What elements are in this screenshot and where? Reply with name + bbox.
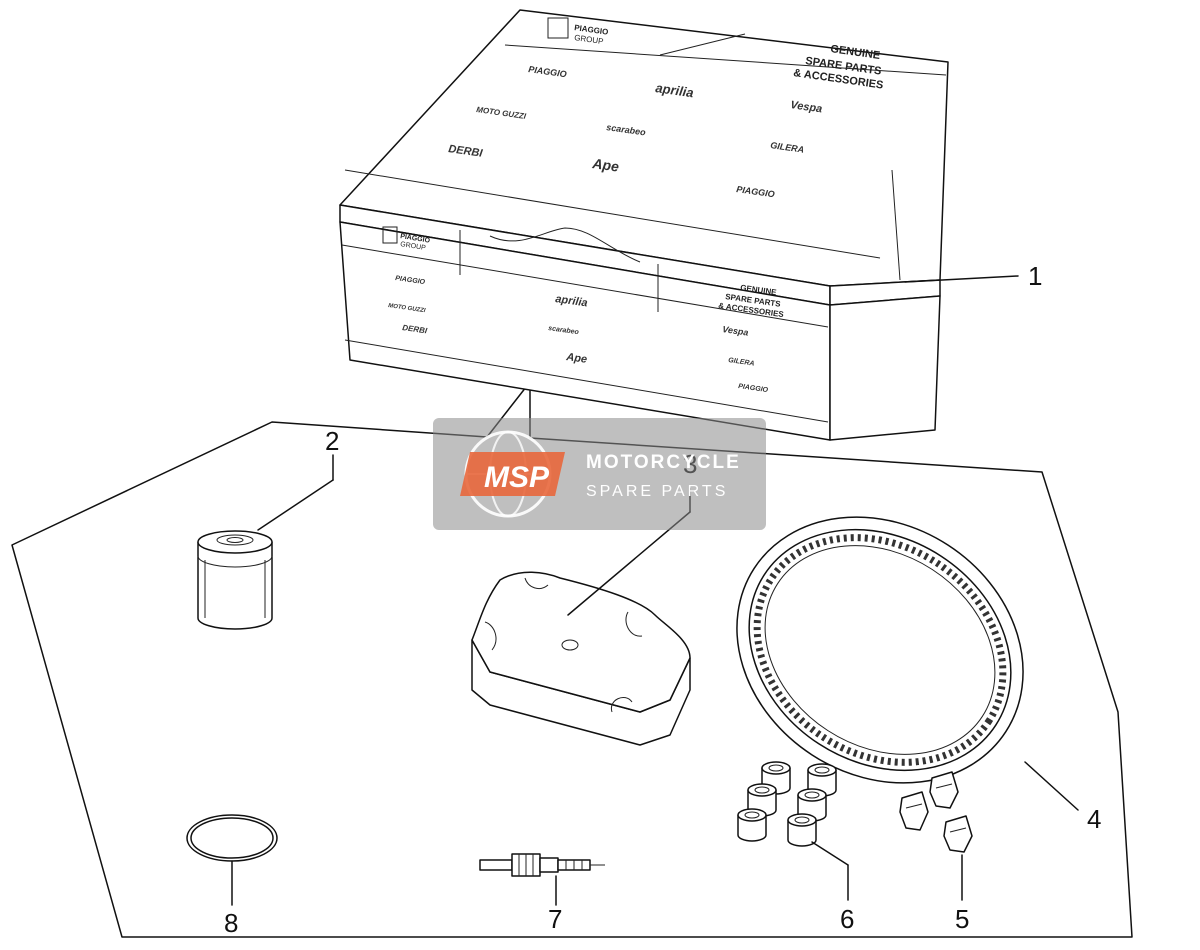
callout-4: 4 — [1087, 804, 1101, 834]
box-front-brand-derbi: DERBI — [402, 323, 429, 335]
leader-1 — [904, 275, 1019, 283]
box-top-brand-gilera: GILERA — [770, 140, 805, 155]
callout-5: 5 — [955, 904, 969, 934]
box-icon: PIAGGIO GROUP GENUINE SPARE PARTS & ACCE… — [339, 9, 949, 441]
callout-7: 7 — [548, 904, 562, 934]
box-front-brand-motoguzzi: MOTO GUZZI — [388, 303, 426, 314]
box-front-group-name: PIAGGIO — [400, 233, 431, 245]
box-front-brand-ape: Ape — [565, 351, 588, 366]
box-top-brand-vespa: Vespa — [790, 99, 823, 115]
box-top-group-word: GROUP — [574, 33, 604, 46]
box-front-group-word: GROUP — [400, 241, 427, 252]
box-front-brand-aprilia: aprilia — [555, 293, 589, 309]
spark-plug-icon — [479, 853, 605, 877]
roller-weight-icon — [737, 761, 837, 847]
box-top-brand-derbi: DERBI — [448, 143, 484, 160]
leader-6 — [811, 841, 849, 866]
box-front-brand-piaggio: PIAGGIO — [395, 275, 426, 286]
leader-2b — [257, 479, 334, 531]
drive-belt-icon — [736, 516, 1024, 784]
kit-boundary — [11, 381, 1133, 938]
watermark-subtitle: SPARE PARTS — [586, 483, 728, 500]
box-front-brand-gilera: GILERA — [728, 357, 755, 368]
watermark-title: MOTORCYCLE — [586, 452, 741, 473]
box-front-brand-scarabeo: scarabeo — [548, 325, 580, 336]
callout-8: 8 — [224, 908, 238, 938]
box-top-brand-aprilia: aprilia — [655, 80, 695, 100]
air-filter-icon — [471, 571, 691, 746]
callout-1: 1 — [1028, 261, 1042, 291]
callout-6: 6 — [840, 904, 854, 934]
callout-2: 2 — [325, 426, 339, 456]
box-front-brand-piaggio-commercial: PIAGGIO — [738, 383, 769, 394]
box-front-brand-vespa: Vespa — [722, 324, 749, 338]
o-ring-icon — [186, 814, 278, 862]
watermark-logo: MSP — [484, 461, 550, 494]
box-top-brand-ape: Ape — [591, 155, 621, 175]
oil-filter-icon — [197, 530, 273, 630]
leader-4 — [1024, 761, 1079, 811]
slider-icon — [899, 771, 973, 853]
watermark: MSP MOTORCYCLE SPARE PARTS — [433, 418, 766, 530]
watermark-logo-badge-icon — [460, 452, 565, 496]
